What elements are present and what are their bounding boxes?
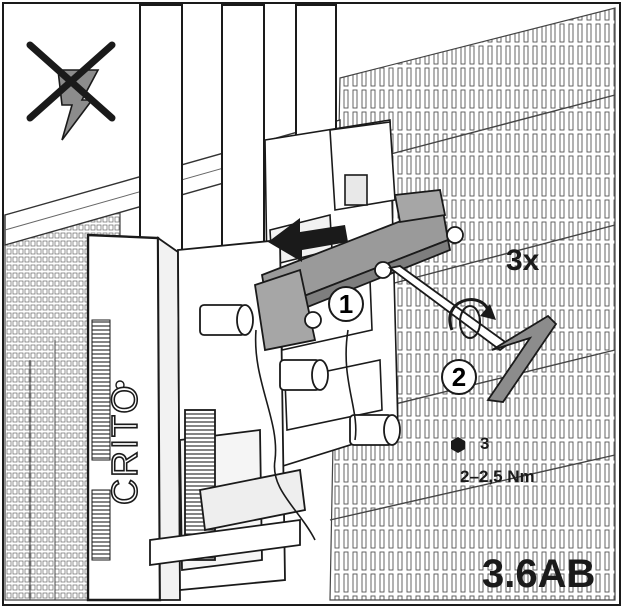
step-label-2: 2: [441, 359, 477, 395]
rotation-count-label: 3x: [506, 244, 540, 277]
thin-cables: [254, 329, 357, 541]
torque-label: 2–2,5 Nm: [460, 467, 535, 486]
hex-size-label: 3: [480, 434, 490, 453]
brand-text: CRITO: [103, 383, 146, 506]
step-label-1: 1: [328, 286, 364, 322]
figure-number: 3.6AB: [482, 552, 596, 596]
no-voltage-icon: [26, 41, 116, 141]
cable-tubes: [139, 4, 337, 281]
push-direction-arrow: [268, 218, 348, 262]
crito-front-panel: [86, 233, 181, 602]
rotation-arrow-icon: [448, 298, 496, 339]
hex-size-bullet: [451, 437, 465, 453]
mounting-bracket: [253, 189, 464, 352]
